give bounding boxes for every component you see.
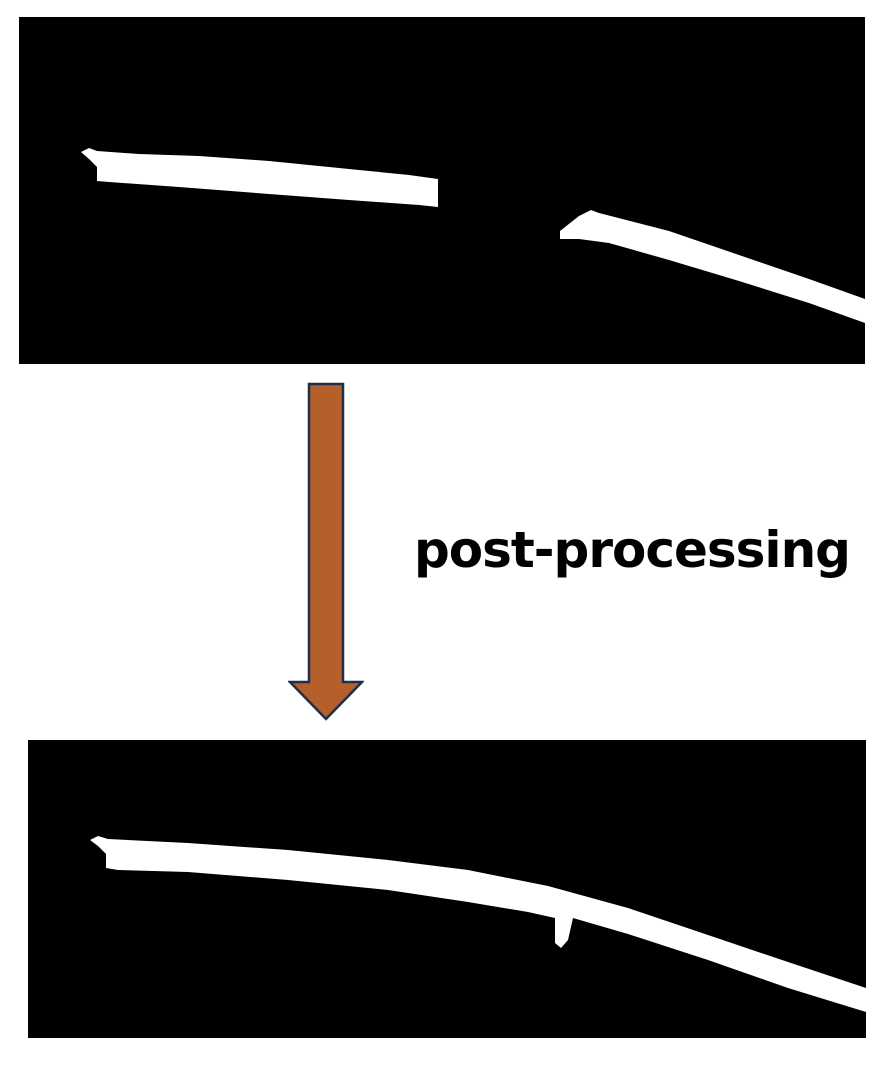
- mask-before-panel: [19, 17, 865, 364]
- step-label: post-processing: [414, 521, 851, 579]
- mask-segment-left: [81, 148, 438, 207]
- mask-after-image: [90, 836, 866, 1012]
- mask-after-panel: [28, 740, 866, 1038]
- process-arrow-icon: [287, 382, 365, 722]
- mask-before-image: [81, 148, 865, 323]
- mask-segment-joined: [90, 836, 866, 1012]
- arrow-shape: [287, 382, 365, 721]
- mask-segment-right: [560, 210, 865, 323]
